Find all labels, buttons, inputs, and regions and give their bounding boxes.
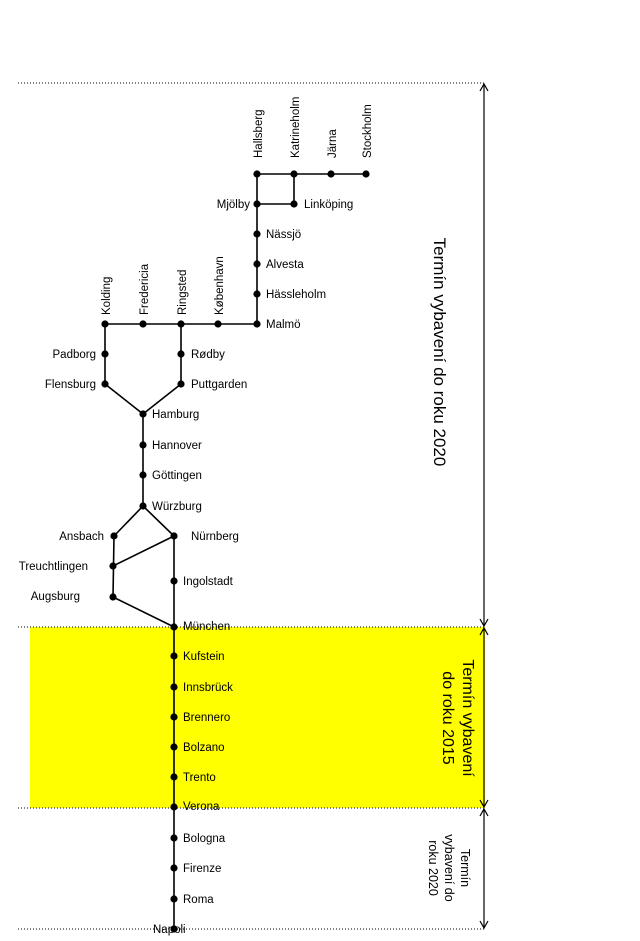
rotated-station-labels: Hallsberg Katrineholm Järna Stockholm Ko… [101, 97, 374, 315]
station-dot-fredericia [139, 320, 147, 328]
station-dot-bolzano [170, 743, 178, 751]
station-dot-flensburg [101, 380, 109, 388]
station-label-trento: Trento [183, 772, 216, 784]
station-dot-kobenhavn [214, 320, 222, 328]
period-2015-highlight [30, 627, 485, 808]
station-label-jarna: Järna [327, 129, 339, 158]
station-dot-ringsted [177, 320, 185, 328]
station-dot-hamburg [139, 410, 147, 418]
station-label-puttgarden: Puttgarden [191, 379, 247, 391]
station-label-wurzburg: Würzburg [152, 501, 202, 513]
station-dot-jarna [327, 170, 335, 178]
station-label-augsburg: Augsburg [31, 591, 80, 603]
station-label-innsbruck: Innsbrück [183, 682, 233, 694]
station-dot-treuchtlingen [109, 562, 117, 570]
station-label-mjolby: Mjölby [217, 199, 250, 211]
station-label-hallsberg: Hallsberg [253, 109, 265, 158]
station-dots [101, 170, 370, 933]
station-label-nassjo: Nässjö [266, 229, 301, 241]
station-labels: Mjölby Linköping Nässjö Alvesta Hässleho… [19, 199, 354, 936]
station-label-rodby: Rødby [191, 349, 225, 361]
station-label-linkoping: Linköping [304, 199, 353, 211]
station-label-alvesta: Alvesta [266, 259, 304, 271]
station-dot-nurnberg [170, 532, 178, 540]
period-upper-caption: Termín vybavení do roku 2020 [430, 238, 449, 467]
station-dot-hallsberg [253, 170, 261, 178]
station-dot-stockholm [362, 170, 370, 178]
period-arrows [479, 82, 489, 930]
line-ringsted-hamburg [142, 324, 182, 415]
station-label-gottingen: Göttingen [152, 470, 202, 482]
station-dot-firenze [170, 864, 178, 872]
station-dot-alvesta [253, 260, 261, 268]
station-label-kobenhavn: København [214, 256, 226, 315]
station-label-bolzano: Bolzano [183, 742, 225, 754]
station-label-bologna: Bologna [183, 833, 226, 845]
period-captions: Termín vybavení do roku 2020 Termín vyba… [426, 238, 476, 902]
station-label-kolding: Kolding [101, 277, 113, 315]
station-label-malmo: Malmö [266, 319, 301, 331]
station-label-brennero: Brennero [183, 712, 230, 724]
period-upper-arrow [479, 82, 489, 628]
period-middle-caption-line1: Termín vybavení [459, 659, 476, 777]
station-dot-trento [170, 773, 178, 781]
station-dot-katrineholm [290, 170, 298, 178]
station-dot-hassleholm [253, 290, 261, 298]
station-label-ringsted: Ringsted [177, 270, 189, 315]
station-dot-kufstein [170, 652, 178, 660]
station-label-katrineholm: Katrineholm [290, 97, 302, 158]
station-dot-augsburg [109, 593, 117, 601]
station-dot-rodby [177, 350, 185, 358]
station-label-nurnberg: Nürnberg [191, 531, 239, 543]
station-dot-innsbruck [170, 683, 178, 691]
station-label-fredericia: Fredericia [139, 263, 151, 315]
period-lower-caption-line3: roku 2020 [426, 840, 440, 896]
station-dot-brennero [170, 713, 178, 721]
line-kolding-hamburg [104, 324, 144, 415]
station-dot-ansbach [110, 532, 118, 540]
station-dot-napoli [170, 925, 178, 933]
station-dot-verona [170, 803, 178, 811]
station-label-hamburg: Hamburg [152, 409, 199, 421]
period-middle-caption-line2: do roku 2015 [439, 671, 456, 765]
period-lower-arrow [479, 807, 489, 930]
station-label-padborg: Padborg [53, 349, 96, 361]
station-label-treuchtlingen: Treuchtlingen [19, 561, 88, 573]
station-dot-linkoping [290, 200, 298, 208]
line-wurzburg-nurnberg [142, 505, 175, 537]
station-label-ingolstadt: Ingolstadt [183, 576, 234, 588]
station-label-stockholm: Stockholm [362, 104, 374, 158]
station-dot-nassjo [253, 230, 261, 238]
station-label-munchen: München [183, 621, 230, 633]
station-dot-bologna [170, 834, 178, 842]
period-middle-arrow [479, 626, 489, 809]
station-dot-roma [170, 895, 178, 903]
line-treuchtlingen-nurnberg [112, 535, 175, 567]
period-lower-caption-line2: vybavení do [442, 834, 456, 901]
station-label-ansbach: Ansbach [59, 531, 104, 543]
station-label-hannover: Hannover [152, 440, 202, 452]
station-label-roma: Roma [183, 894, 214, 906]
station-dot-hannover [139, 441, 147, 449]
line-wurzburg-ansbach-munchen [112, 505, 175, 628]
station-label-verona: Verona [183, 801, 220, 813]
station-dot-gottingen [139, 471, 147, 479]
period-lower-caption-line1: Termín [458, 849, 472, 887]
station-dot-wurzburg [139, 502, 147, 510]
station-dot-puttgarden [177, 380, 185, 388]
station-dot-ingolstadt [170, 577, 178, 585]
station-dot-malmo [253, 320, 261, 328]
station-dot-mjolby [253, 200, 261, 208]
station-dot-kolding [101, 320, 109, 328]
station-label-hassleholm: Hässleholm [266, 289, 326, 301]
station-label-kufstein: Kufstein [183, 651, 225, 663]
station-dot-munchen [170, 623, 178, 631]
station-label-firenze: Firenze [183, 863, 221, 875]
station-label-napoli: Napoli [153, 924, 186, 936]
station-dot-padborg [101, 350, 109, 358]
station-label-flensburg: Flensburg [45, 379, 96, 391]
